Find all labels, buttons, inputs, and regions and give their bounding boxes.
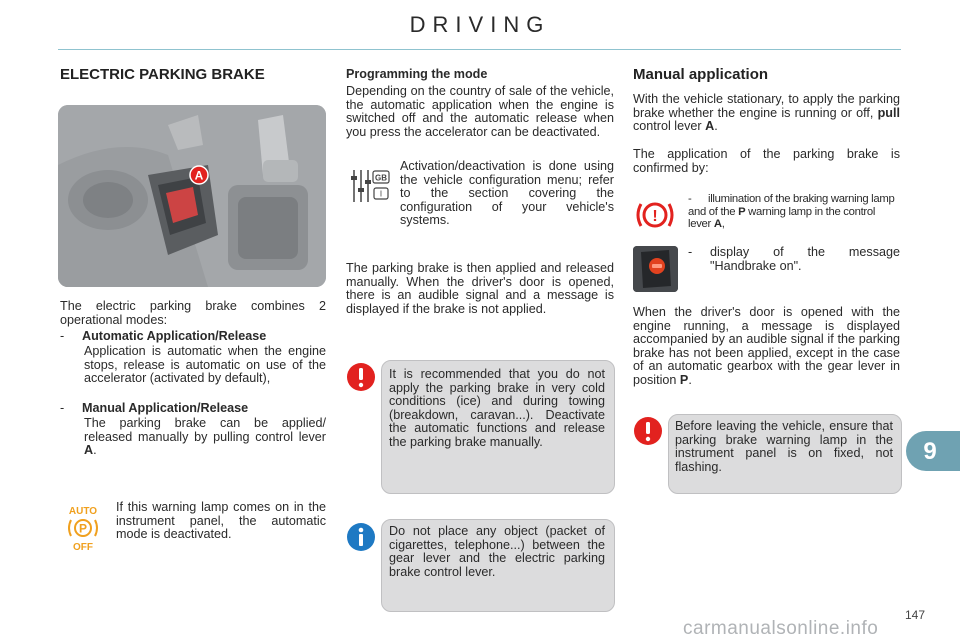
manual-apply-mid: control lever: [633, 119, 706, 133]
auto-icon-letter: P: [79, 522, 87, 536]
mode2-heading: - Manual Application/Release: [60, 401, 326, 416]
console-illustration: A: [58, 105, 326, 287]
watermark-text: carmanualsonline.info: [683, 618, 879, 639]
mode2-lever: A: [84, 443, 94, 457]
manual-apply-end: .: [714, 119, 718, 133]
manual-apply-pre: With the vehicle stationary, to apply th…: [633, 92, 900, 120]
brake-icon-glyph: !: [652, 208, 657, 225]
mode2-text: The parking brake can be applied/ releas…: [84, 416, 326, 458]
bullet1-lever: A: [713, 218, 722, 230]
manual-apply-lever: A: [705, 119, 715, 133]
bullet-dash: -: [688, 193, 692, 205]
bullet1-end: ,: [721, 218, 725, 230]
chapter-number: 9: [923, 438, 937, 465]
config-icon-sub: I: [380, 190, 382, 199]
intro-text: The electric parking brake combines 2 op…: [60, 299, 326, 327]
door-end: .: [688, 372, 692, 387]
applied-manually-text: The parking brake is then applied and re…: [346, 261, 614, 316]
page-title: DRIVING: [409, 12, 551, 37]
bullet2-text: display of the message "Handbrake on".: [710, 245, 900, 273]
door-pre: When the driver's door is opened with th…: [633, 305, 900, 387]
parking-brake-photo: A: [58, 105, 326, 287]
manual-apply-text: With the vehicle stationary, to apply th…: [633, 92, 900, 134]
leaving-vehicle-warning-text: Before leaving the vehicle, ensure that …: [675, 419, 893, 474]
mode1-title: Automatic Application/Release: [82, 329, 267, 343]
config-icon-label: GB: [375, 174, 387, 183]
section-title-electric-parking-brake: ELECTRIC PARKING BRAKE: [60, 66, 265, 83]
mode1-heading: - Automatic Application/Release: [60, 329, 326, 344]
bullet1-mid: warning lamp in the control lever: [688, 205, 876, 231]
chapter-tab[interactable]: 9: [906, 431, 960, 471]
configuration-menu-icon: GB I: [348, 166, 392, 206]
configuration-text: Activation/deactivation is done using th…: [400, 159, 614, 227]
mode1-text: Application is automatic when the engine…: [84, 344, 326, 385]
bullet-illumination: -illumination of the braking warning lam…: [688, 193, 900, 231]
door-opened-text: When the driver's door is opened with th…: [633, 305, 900, 387]
bullet1-pre: illumination of the braking warning lamp…: [688, 193, 895, 218]
object-placement-info-box: [381, 519, 615, 612]
braking-warning-lamp-icon: !: [634, 195, 676, 235]
page-number: 147: [905, 608, 926, 622]
info-icon: [346, 522, 376, 552]
header-divider: [58, 49, 901, 50]
programming-title: Programming the mode: [346, 67, 488, 81]
bullet-dash: -: [60, 401, 65, 415]
object-placement-info-text: Do not place any object (packet of cigar…: [389, 524, 605, 579]
auto-icon-bottom: OFF: [73, 542, 93, 552]
section-title-manual-application: Manual application: [633, 66, 769, 83]
programming-text: Depending on the country of sale of the …: [346, 84, 614, 139]
lamp-text: If this warning lamp comes on in the ins…: [116, 500, 326, 541]
bullet-message: - display of the message "Handbrake on".: [688, 245, 900, 273]
cold-conditions-warning-box: [381, 360, 615, 494]
bullet1-bold: P: [738, 205, 746, 218]
control-lever-lamp-icon: [633, 246, 678, 292]
bullet-dash: -: [60, 329, 65, 343]
cold-conditions-warning-text: It is recommended that you do not apply …: [389, 367, 605, 449]
mode2-title: Manual Application/Release: [82, 401, 249, 415]
confirm-text: The application of the parking brake is …: [633, 147, 900, 175]
warning-icon: [346, 362, 376, 392]
door-bold: P: [679, 372, 689, 387]
leaving-vehicle-warning-box: [668, 414, 902, 494]
bullet-dash: -: [688, 245, 693, 259]
warning-icon: [633, 416, 663, 446]
manual-apply-bold: pull: [877, 105, 900, 120]
mode2-end: .: [93, 443, 97, 457]
auto-p-off-icon: AUTO P OFF: [64, 504, 102, 553]
lever-label: A: [195, 169, 204, 183]
mode2-body: The parking brake can be applied/ releas…: [84, 416, 326, 444]
auto-icon-top: AUTO: [69, 506, 97, 517]
